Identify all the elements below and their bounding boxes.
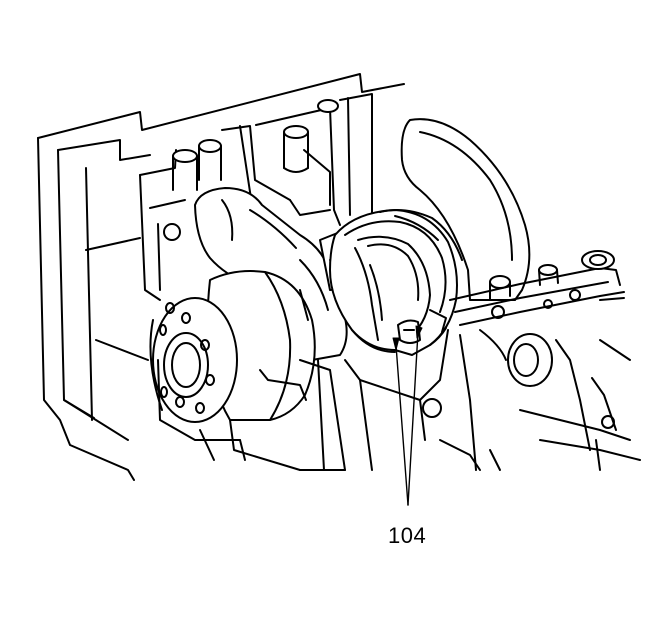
callout-104-leaders — [392, 325, 423, 506]
counterweight — [400, 118, 531, 301]
main-bearing-bulkheads — [139, 93, 373, 301]
lower-crankcase — [157, 329, 449, 471]
engine-block-outline — [37, 73, 405, 481]
thrust-bearing-assembly — [329, 209, 463, 356]
callout-label-104: 104 — [388, 523, 427, 548]
block-right-side — [439, 250, 641, 471]
